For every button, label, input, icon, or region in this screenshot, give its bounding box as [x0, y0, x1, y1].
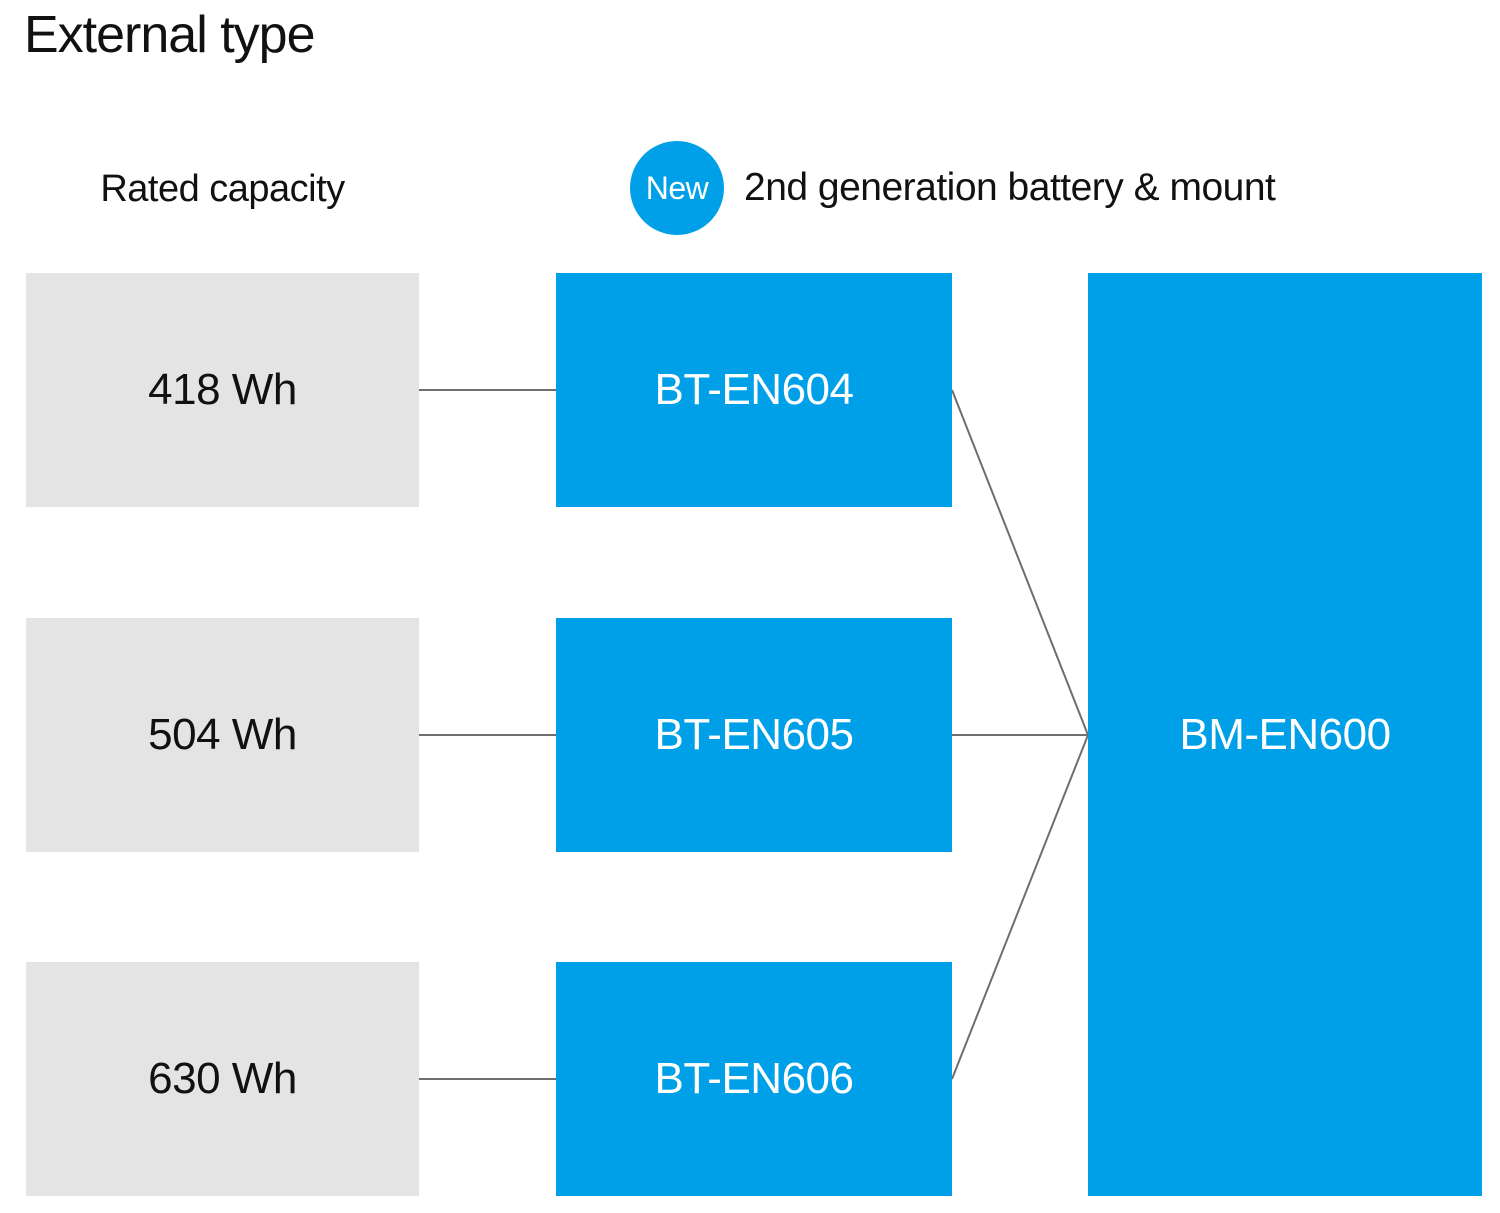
mount-box-bm-en600: BM-EN600: [1088, 273, 1482, 1196]
capacity-box-630wh: 630 Wh: [26, 962, 419, 1196]
page-title: External type: [24, 6, 315, 64]
capacity-box-418wh: 418 Wh: [26, 273, 419, 507]
connector-battery3-mount: [951, 734, 1089, 1080]
new-badge: New: [630, 141, 724, 235]
capacity-box-504wh: 504 Wh: [26, 618, 419, 852]
battery-box-bt-en604: BT-EN604: [556, 273, 952, 507]
rated-capacity-header: Rated capacity: [100, 168, 345, 210]
new-badge-label: New: [645, 169, 709, 206]
battery-box-bt-en606: BT-EN606: [556, 962, 952, 1196]
generation-label: 2nd generation battery & mount: [744, 166, 1276, 209]
battery-box-bt-en605: BT-EN605: [556, 618, 952, 852]
connector-battery1-mount: [951, 389, 1089, 736]
